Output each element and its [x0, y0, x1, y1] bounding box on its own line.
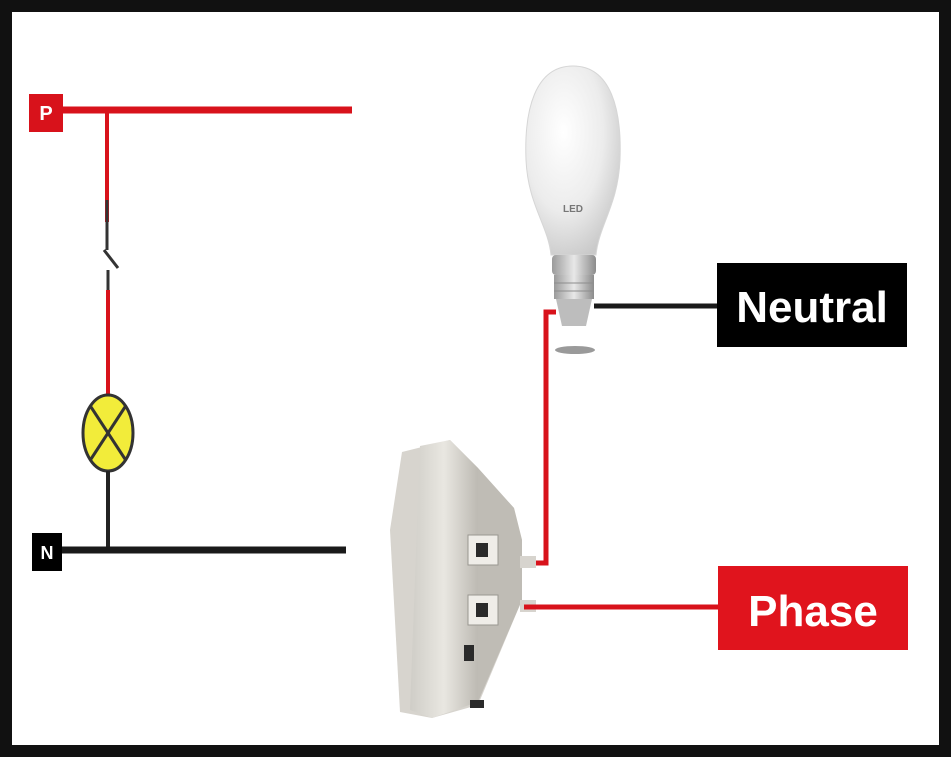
- wall-switch-icon: [390, 440, 536, 718]
- lamp-symbol-icon: [81, 393, 135, 473]
- phase-label-text: Phase: [748, 587, 878, 636]
- neutral-terminal-letter: N: [41, 543, 54, 563]
- phase-terminal-letter: P: [39, 103, 52, 125]
- neutral-terminal: N: [32, 533, 62, 571]
- led-bulb-icon: LED: [525, 65, 621, 354]
- phase-terminal: P: [29, 94, 63, 132]
- phase-label: Phase: [718, 566, 908, 650]
- neutral-label-text: Neutral: [736, 283, 888, 332]
- one-way-switch-symbol-icon: [102, 249, 120, 290]
- bulb-brand-mark: LED: [563, 204, 583, 215]
- neutral-label: Neutral: [717, 263, 907, 347]
- switched-phase-wire: [530, 309, 556, 566]
